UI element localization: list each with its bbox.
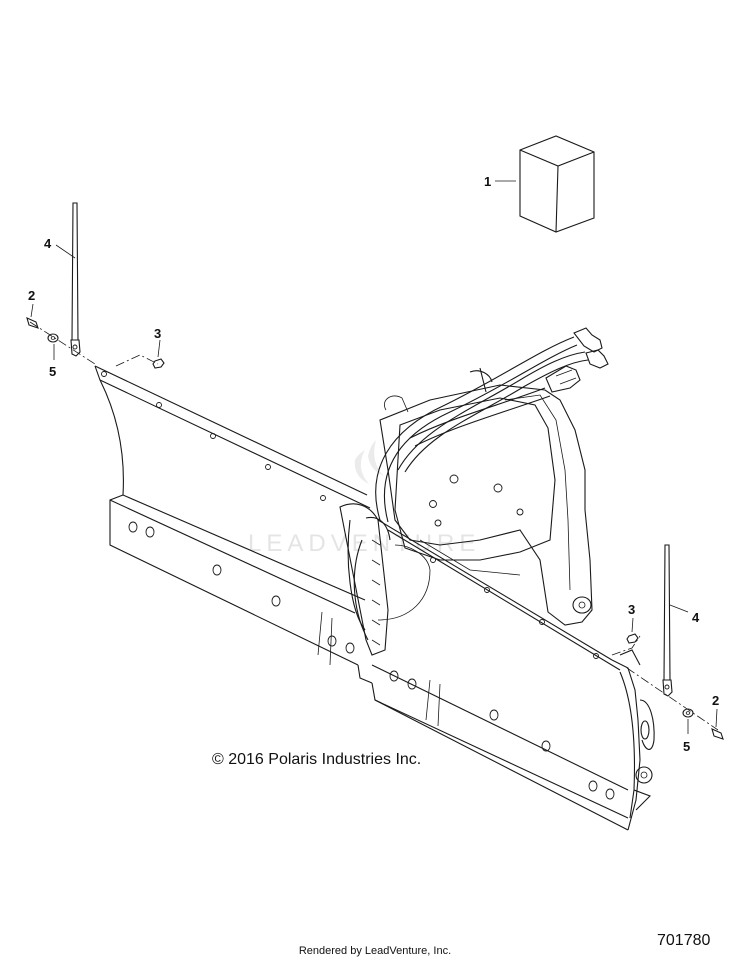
part-2-right-bolt: 2: [711, 693, 724, 740]
part-5-left-washer: 5: [47, 333, 59, 379]
copyright-notice: © 2016 Polaris Industries Inc.: [212, 751, 422, 768]
callout-4-right: 4: [692, 610, 700, 625]
part-2-left-bolt: 2: [26, 288, 39, 329]
watermark-text: LEADVENTURE: [248, 530, 480, 557]
plow-blade-left: [94, 365, 373, 684]
center-hinge: [339, 503, 431, 656]
plow-mount-frame: [379, 384, 593, 626]
callout-1: 1: [484, 174, 491, 189]
leadventure-watermark: LEADVENTURE: [248, 440, 480, 557]
callout-4-left: 4: [44, 236, 52, 251]
diagram-number: 701780: [657, 932, 711, 949]
hydraulic-hoses: [375, 327, 609, 523]
part-5-right-washer: 5: [682, 708, 694, 754]
part-3-right-nut: 3: [626, 602, 639, 644]
callout-3-right: 3: [628, 602, 635, 617]
callout-5-right: 5: [683, 739, 690, 754]
part-4-left-rod: 4: [44, 202, 81, 357]
callout-3-left: 3: [154, 326, 161, 341]
plow-blade-right: [371, 519, 655, 831]
part-4-right-rod: 4: [662, 544, 700, 697]
callout-2-right: 2: [712, 693, 719, 708]
part-3-left-nut: 3: [152, 326, 165, 369]
callout-2-left: 2: [28, 288, 35, 303]
callout-5-left: 5: [49, 364, 56, 379]
rendered-by-credit: Rendered by LeadVenture, Inc.: [298, 945, 452, 957]
part-1-box: 1: [484, 135, 595, 233]
